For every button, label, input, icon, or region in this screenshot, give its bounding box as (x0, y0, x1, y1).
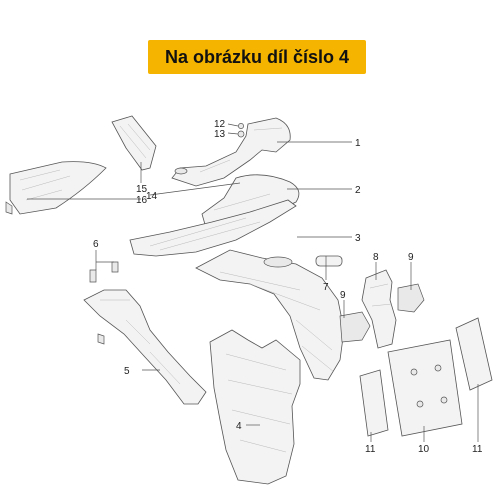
callout-11-left: 11 (365, 444, 376, 455)
part-15-bracket (111, 115, 157, 171)
part-10-plate-holder (387, 339, 463, 437)
part-4-mudguard (209, 329, 301, 485)
callout-labels: 1 2 3 4 5 6 7 8 9 9 10 11 11 12 13 14 15… (93, 119, 483, 455)
part-1-grab-handle (171, 117, 291, 187)
part-11-reflector-left (359, 369, 389, 437)
part-11-reflector-right (455, 317, 493, 391)
callout-9-right: 9 (408, 252, 414, 263)
callout-5: 5 (124, 366, 130, 377)
washer-13 (237, 130, 245, 138)
callout-4: 4 (236, 421, 242, 432)
part-number-banner: Na obrázku díl číslo 4 (148, 40, 366, 74)
part-3-rear-fender (195, 249, 345, 381)
part-5-support-frame (83, 289, 207, 405)
callout-3: 3 (355, 233, 361, 244)
callout-16: 16 (136, 195, 148, 206)
part-7-lens (315, 255, 343, 267)
callout-1: 1 (355, 138, 361, 149)
part-2-tail-cover (129, 174, 300, 257)
part-16-side-cover (5, 161, 107, 215)
callout-6: 6 (93, 239, 99, 250)
leader-lines (27, 123, 479, 442)
screw-6-left (89, 269, 97, 283)
callout-12: 12 (214, 119, 226, 130)
callout-2: 2 (355, 185, 361, 196)
callout-10: 10 (418, 444, 430, 455)
part-9-seal-left (339, 311, 371, 343)
callout-11-right: 11 (472, 444, 483, 455)
callout-9-left: 9 (340, 290, 346, 301)
part-9-seal-right (397, 283, 425, 313)
callout-15: 15 (136, 184, 148, 195)
banner-text: Na obrázku díl číslo 4 (164, 46, 350, 67)
screw-12 (238, 123, 244, 129)
callout-13: 13 (214, 129, 226, 140)
callout-8: 8 (373, 252, 379, 263)
callout-14: 14 (146, 191, 158, 202)
part-8-bracket (361, 269, 397, 349)
callout-7: 7 (323, 282, 329, 293)
screw-6-right (111, 261, 119, 273)
